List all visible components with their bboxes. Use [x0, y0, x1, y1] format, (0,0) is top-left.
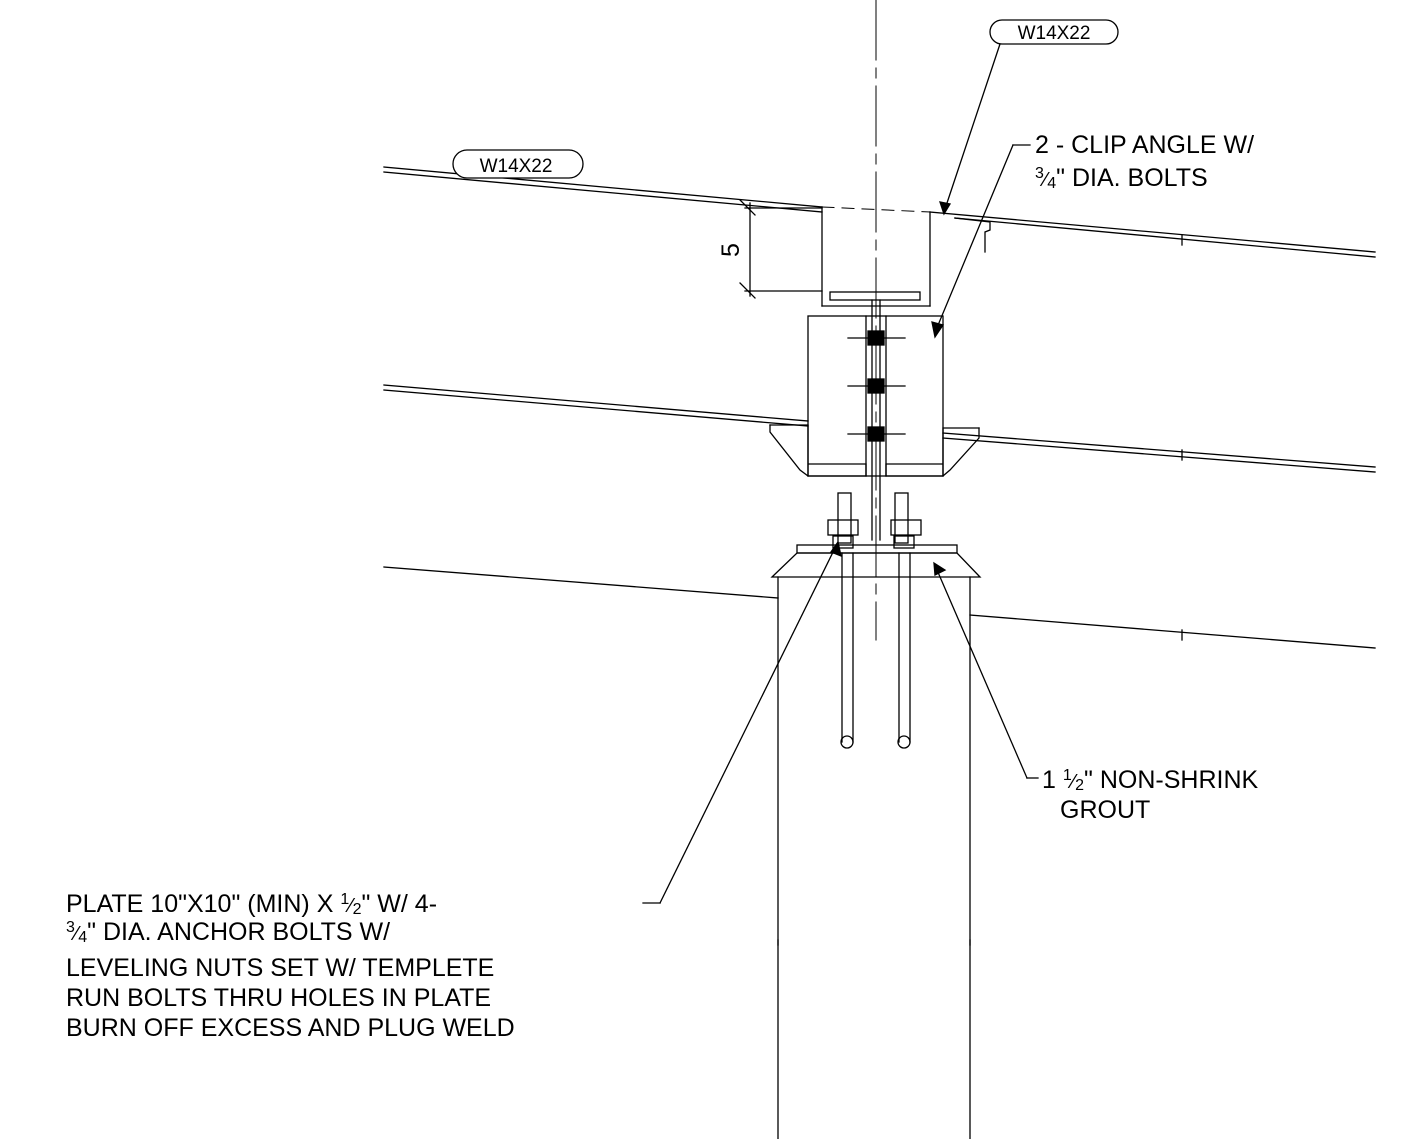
tag-top-beam-text: W14X22: [1018, 23, 1091, 44]
note-plate-line5: BURN OFF EXCESS AND PLUG WELD: [66, 1014, 515, 1042]
break-marks: [777, 234, 1183, 946]
note-plate-line2: 3⁄4" DIA. ANCHOR BOLTS W/: [66, 918, 390, 946]
note-plate-line1: PLATE 10"X10" (MIN) X 1⁄2" W/ 4-: [66, 890, 437, 918]
note-plate-line3: LEVELING NUTS SET W/ TEMPLETE: [66, 954, 494, 982]
clip-angle-bolts: [847, 330, 906, 442]
note-plate: PLATE 10"X10" (MIN) X 1⁄2" W/ 4- 3⁄4" DI…: [66, 540, 842, 1042]
dimension-5: 5: [717, 199, 823, 299]
dimension-value: 5: [717, 243, 745, 257]
note-grout-line1: 1 1⁄2" NON-SHRINK: [1042, 766, 1258, 794]
tag-left-beam-text: W14X22: [480, 156, 553, 177]
tag-left-beam: W14X22: [452, 149, 584, 179]
tag-top-beam: W14X22: [939, 19, 1119, 216]
note-clip-angle-line1: 2 - CLIP ANGLE W/: [1035, 131, 1254, 159]
base-plate: [770, 544, 982, 578]
concrete-pier: [383, 566, 1376, 1139]
note-clip-angle: 2 - CLIP ANGLE W/ 3⁄4" DIA. BOLTS: [931, 131, 1254, 339]
anchor-bolts: [827, 492, 922, 749]
upper-beam: [383, 166, 1376, 307]
lower-girder: [383, 384, 1376, 477]
cap-plate: [829, 291, 921, 301]
clip-angles: [807, 315, 944, 477]
note-plate-line4: RUN BOLTS THRU HOLES IN PLATE: [66, 984, 491, 1012]
note-grout: 1 1⁄2" NON-SHRINK GROUT: [933, 561, 1258, 824]
note-grout-line2: GROUT: [1060, 796, 1150, 824]
note-clip-angle-line2: 3⁄4" DIA. BOLTS: [1035, 164, 1208, 192]
